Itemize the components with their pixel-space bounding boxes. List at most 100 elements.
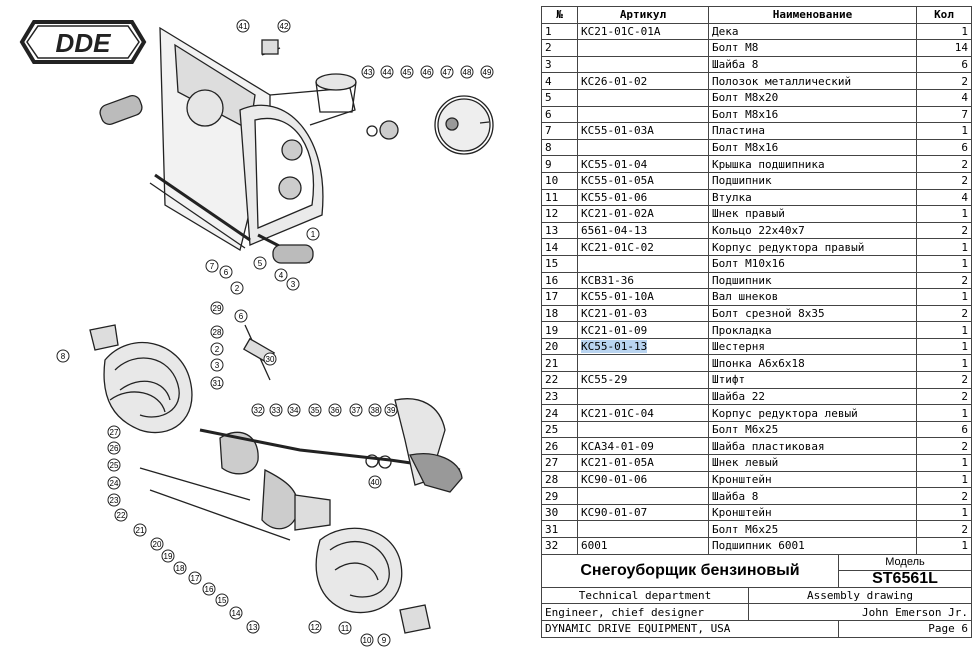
row-name: Шайба пластиковая xyxy=(708,437,917,456)
row-qty: 2 xyxy=(916,487,972,505)
row-num: 6 xyxy=(541,105,578,124)
row-article: 6001 xyxy=(577,537,709,555)
row-name: Болт М8х16 xyxy=(708,105,917,124)
row-name: Болт М6х25 xyxy=(708,520,917,538)
callout-45: 45 xyxy=(400,65,414,79)
svg-text:28: 28 xyxy=(213,328,222,337)
svg-text:46: 46 xyxy=(423,68,432,77)
svg-text:21: 21 xyxy=(136,526,145,535)
row-name: Подшипник xyxy=(708,271,917,290)
row-num: 24 xyxy=(541,404,578,422)
callout-47: 47 xyxy=(440,65,454,79)
row-qty: 2 xyxy=(916,221,972,240)
row-qty: 1 xyxy=(916,470,972,489)
callout-31: 31 xyxy=(210,376,224,390)
row-article: KC55-01-03A xyxy=(577,122,709,140)
row-num: 30 xyxy=(541,503,578,522)
row-article: KC55-01-04 xyxy=(577,155,709,173)
callout-32: 32 xyxy=(251,403,265,417)
model-label: Модель xyxy=(838,553,973,572)
selected-article-highlight[interactable]: KC55-01-13 xyxy=(581,340,648,354)
engineer: John Emerson Jr. xyxy=(747,603,973,621)
callout-34: 34 xyxy=(287,403,301,417)
row-qty: 2 xyxy=(916,171,972,190)
row-num: 16 xyxy=(541,271,578,290)
row-name: Болт М8х20 xyxy=(708,88,917,107)
row-num: 21 xyxy=(541,354,578,373)
callout-39: 39 xyxy=(384,403,398,417)
svg-text:22: 22 xyxy=(117,511,126,520)
svg-text:25: 25 xyxy=(110,461,119,470)
row-article: KC55-29 xyxy=(577,371,709,389)
row-num: 13 xyxy=(541,221,578,240)
svg-text:44: 44 xyxy=(383,68,392,77)
row-qty: 1 xyxy=(916,337,972,356)
row-num: 14 xyxy=(541,238,578,256)
svg-text:8: 8 xyxy=(61,352,66,361)
callout-8: 8 xyxy=(56,349,70,363)
row-qty: 7 xyxy=(916,105,972,124)
callout-1: 1 xyxy=(306,227,320,241)
callouts-bottom: 8 27 26 25 24 23 22 21 20 19 18 17 16 15… xyxy=(56,301,398,647)
svg-text:43: 43 xyxy=(364,68,373,77)
svg-text:29: 29 xyxy=(213,304,222,313)
row-article xyxy=(577,55,709,74)
row-num: 12 xyxy=(541,205,578,223)
callout-38: 38 xyxy=(368,403,382,417)
svg-text:13: 13 xyxy=(249,623,258,632)
row-qty: 2 xyxy=(916,304,972,323)
department: Technical department xyxy=(541,586,749,605)
row-num: 1 xyxy=(541,22,578,41)
row-num: 11 xyxy=(541,188,578,207)
callout-44: 44 xyxy=(380,65,394,79)
row-article: KC21-01-02A xyxy=(577,205,709,223)
callout-13: 13 xyxy=(246,620,260,634)
page-number: Page 6 xyxy=(838,619,973,638)
company: DYNAMIC DRIVE EQUIPMENT, USA xyxy=(540,619,840,638)
callout-12: 12 xyxy=(308,620,322,634)
callout-30: 30 xyxy=(263,352,277,366)
row-name: Полозок металлический xyxy=(708,72,917,90)
callout-6: 6 xyxy=(219,265,233,279)
callout-35: 35 xyxy=(308,403,322,417)
row-article: KC55-01-13 xyxy=(577,337,709,356)
row-qty: 1 xyxy=(916,22,972,41)
row-name: Болт М8 xyxy=(708,39,917,57)
callout-16: 16 xyxy=(202,582,216,596)
callout-bottom-3: 3 xyxy=(210,358,224,372)
auger-housing-group xyxy=(99,26,494,264)
row-name: Кольцо 22х40х7 xyxy=(708,221,917,240)
row-name: Кронштейн xyxy=(708,470,917,489)
title-block: Снегоуборщик бензиновый Модель ST6561L T… xyxy=(540,553,973,638)
row-qty: 1 xyxy=(916,122,972,140)
role: Engineer, chief designer xyxy=(541,603,749,621)
row-qty: 1 xyxy=(916,205,972,223)
row-article xyxy=(577,520,709,538)
row-qty: 1 xyxy=(916,503,972,522)
row-name: Шайба 22 xyxy=(708,387,917,406)
callout-49: 49 xyxy=(480,65,494,79)
svg-text:49: 49 xyxy=(483,68,492,77)
svg-text:15: 15 xyxy=(218,596,227,605)
callout-27: 27 xyxy=(107,425,121,439)
row-num: 28 xyxy=(541,470,578,489)
row-article xyxy=(577,254,709,273)
callout-33: 33 xyxy=(269,403,283,417)
row-qty: 2 xyxy=(916,371,972,389)
row-name: Подшипник 6001 xyxy=(708,537,917,555)
callout-14: 14 xyxy=(229,606,243,620)
